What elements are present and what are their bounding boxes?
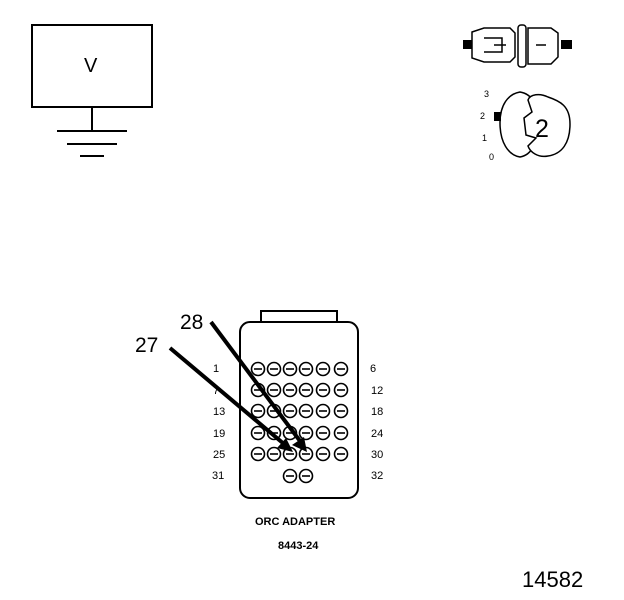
row-start-pin: 19 xyxy=(213,428,226,440)
row-end-pin: 6 xyxy=(370,363,377,375)
row-start-pin: 7 xyxy=(213,385,220,397)
voltmeter-box xyxy=(31,24,153,108)
probe-28 xyxy=(209,320,307,452)
switch-position-3: 3 xyxy=(484,89,490,99)
switch-position-2: 2 xyxy=(480,111,486,121)
row-start-pin: 25 xyxy=(213,449,226,461)
adapter-name: ORC ADAPTER xyxy=(255,516,336,528)
row-start-pin: 1 xyxy=(213,363,220,375)
switch-position-1: 1 xyxy=(482,133,488,143)
switch-position-0: 0 xyxy=(489,152,495,162)
adapter-part-number: 8443-24 xyxy=(278,540,319,552)
row-end-pin: 30 xyxy=(371,449,384,461)
row-end-pin: 32 xyxy=(371,470,384,482)
ground-icon xyxy=(57,130,127,157)
adapter-pin-grid xyxy=(250,361,349,484)
row-end-pin: 24 xyxy=(371,428,384,440)
row-start-pin: 31 xyxy=(212,470,225,482)
connector-icon xyxy=(463,24,572,68)
probe-27 xyxy=(168,346,293,452)
rotary-switch-icon xyxy=(494,91,571,158)
figure-number: 14582 xyxy=(522,567,584,592)
row-start-pin: 13 xyxy=(213,406,226,418)
probe-callout-28: 28 xyxy=(180,311,204,334)
row-end-pin: 12 xyxy=(371,385,384,397)
row-end-pin: 18 xyxy=(371,406,384,418)
voltmeter-label: V xyxy=(84,55,98,77)
probe-callout-27: 27 xyxy=(135,334,159,357)
switch-selected-position: 2 xyxy=(535,115,549,143)
